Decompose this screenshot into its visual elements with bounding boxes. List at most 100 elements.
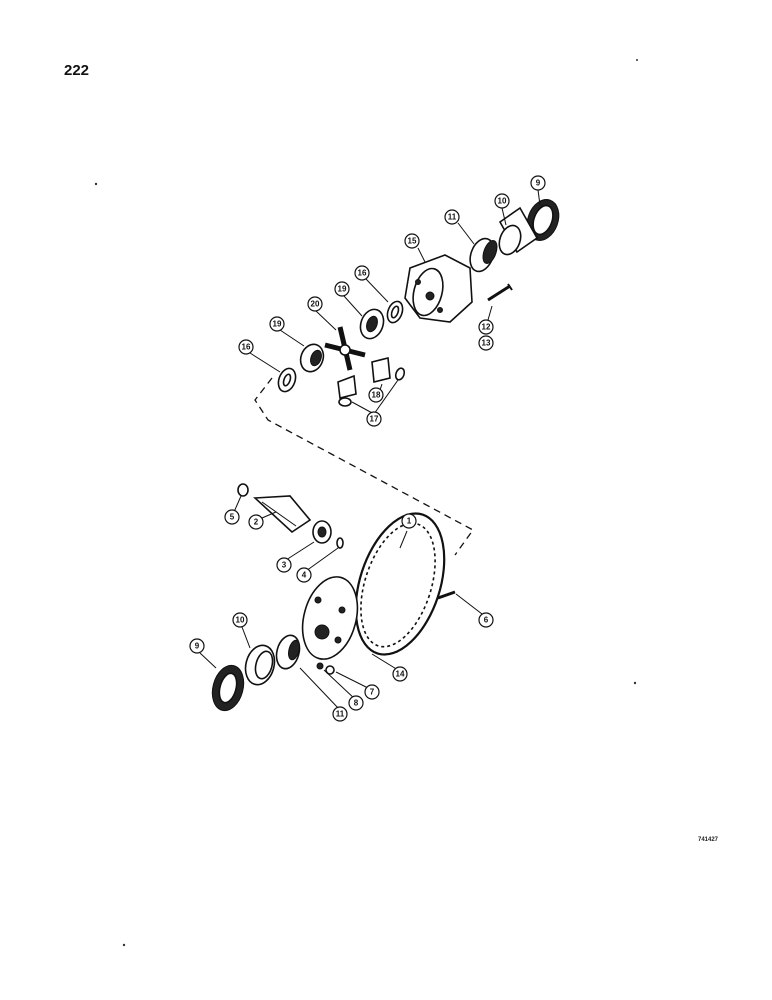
callout-18: 18: [368, 387, 384, 403]
callout-circle: [348, 695, 364, 711]
ring-gear-bolt: [437, 590, 456, 600]
pinion-shaft: [253, 495, 312, 534]
bearing-cup-upper: [526, 199, 560, 241]
case-bolt: [487, 283, 513, 302]
callout-label: 11: [448, 213, 457, 222]
flange-washer: [325, 665, 335, 675]
pinion-gear-left: [337, 374, 357, 399]
callout-circle: [444, 209, 460, 225]
callout-14: 14: [392, 666, 408, 682]
callout-label: 11: [336, 710, 345, 719]
callout-label: 3: [282, 561, 287, 570]
callout-7: 7: [364, 684, 380, 700]
callout-circle: [307, 296, 323, 312]
pinion-washer-left: [338, 397, 352, 407]
side-gear-upper: [359, 308, 385, 340]
thrust-washer-upper: [386, 300, 404, 324]
callout-label: 2: [254, 518, 259, 527]
bearing-race-lower: [244, 644, 276, 686]
callout-12: 12: [478, 319, 494, 335]
callout-19: 19: [269, 316, 285, 332]
callout-circle: [366, 411, 382, 427]
callout-circle: [276, 557, 292, 573]
callout-label: 9: [536, 179, 541, 188]
differential-spider: [324, 326, 366, 371]
callout-label: 20: [311, 300, 320, 309]
leader-lines: [199, 189, 541, 711]
callout-circle: [332, 706, 348, 722]
callout-20: 20: [307, 296, 323, 312]
callout-circle: [224, 509, 240, 525]
bearing-cup-lower: [211, 664, 245, 712]
callout-circle: [238, 339, 254, 355]
callout-15: 15: [404, 233, 420, 249]
callout-label: 12: [482, 323, 491, 332]
callout-circle: [269, 316, 285, 332]
callout-9: 9: [189, 638, 205, 654]
callout-label: 19: [338, 285, 347, 294]
callout-10: 10: [232, 612, 248, 628]
bearing-cone-lower: [275, 634, 301, 670]
callout-16: 16: [354, 265, 370, 281]
ring-gear: [354, 512, 446, 656]
callout-circle: [401, 513, 417, 529]
callout-circle: [334, 281, 350, 297]
callout-1: 1: [401, 513, 417, 529]
speck: [633, 681, 637, 685]
callout-circle: [248, 514, 264, 530]
callout-label: 10: [236, 616, 245, 625]
callout-16: 16: [238, 339, 254, 355]
callout-2: 2: [248, 514, 264, 530]
callout-circle: [478, 335, 494, 351]
callout-label: 19: [273, 320, 282, 329]
drawing-code: 741427: [698, 837, 719, 843]
pinion-bearing: [312, 520, 332, 544]
callout-label: 8: [354, 699, 359, 708]
flange-nut: [316, 662, 324, 670]
speck: [122, 943, 126, 947]
differential-case: [404, 254, 473, 323]
callout-3: 3: [276, 557, 292, 573]
callout-label: 9: [195, 642, 200, 651]
callout-label: 7: [370, 688, 375, 697]
callout-circle: [364, 684, 380, 700]
side-gear-lower: [299, 343, 325, 373]
speck: [636, 59, 638, 61]
callout-label: 14: [396, 670, 405, 679]
callout-label: 17: [370, 415, 379, 424]
callout-circle: [354, 265, 370, 281]
thrust-washer-lower: [277, 367, 297, 393]
differential-flange: [301, 576, 359, 660]
callout-circle: [232, 612, 248, 628]
callout-label: 5: [230, 513, 235, 522]
page-number: 222: [64, 62, 90, 79]
bearing-cone-upper: [469, 237, 498, 273]
callout-label: 10: [498, 197, 507, 206]
callout-label: 13: [482, 339, 491, 348]
callout-circle: [530, 175, 546, 191]
callout-circle: [478, 319, 494, 335]
assembly-dashed-line: [254, 377, 474, 556]
callout-6: 6: [478, 612, 494, 628]
callout-10: 10: [494, 193, 510, 209]
pinion-washer: [336, 537, 344, 549]
callout-label: 16: [242, 343, 251, 352]
callout-4: 4: [296, 567, 312, 583]
callout-9: 9: [530, 175, 546, 191]
callout-17: 17: [366, 411, 382, 427]
pinion-washer-right: [394, 367, 406, 381]
callout-label: 15: [408, 237, 417, 246]
callout-circle: [296, 567, 312, 583]
pinion-nut: [237, 483, 249, 497]
bearing-race-upper: [498, 206, 539, 256]
callout-label: 1: [407, 517, 412, 526]
callout-circle: [478, 612, 494, 628]
callout-8: 8: [348, 695, 364, 711]
callout-label: 16: [358, 269, 367, 278]
callout-circle: [368, 387, 384, 403]
pinion-gear-right: [371, 356, 391, 384]
callout-circle: [494, 193, 510, 209]
